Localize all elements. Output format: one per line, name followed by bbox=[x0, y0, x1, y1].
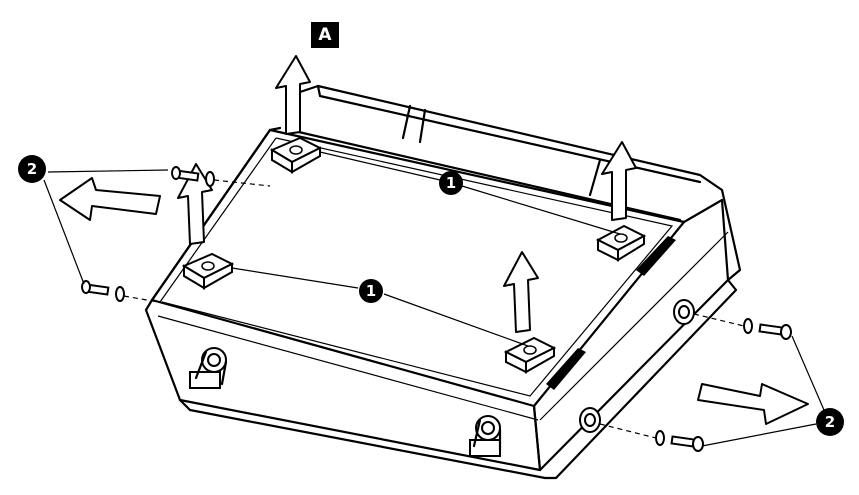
rubber-foot bbox=[269, 136, 323, 174]
alignment-line bbox=[599, 423, 657, 439]
leader-line bbox=[231, 267, 529, 347]
bnc-connector bbox=[189, 347, 228, 389]
vent-slot bbox=[546, 348, 586, 390]
rubber-foot bbox=[503, 336, 557, 374]
figure-label-text: A bbox=[318, 25, 332, 45]
callout-badge-text: 1 bbox=[446, 174, 456, 192]
bnc-connector bbox=[469, 415, 502, 457]
callout-badge-feet: 1 bbox=[359, 279, 383, 303]
screw-hole-inner bbox=[584, 413, 596, 427]
slide-left-arrow-icon bbox=[59, 177, 161, 221]
housing-front-bottom bbox=[178, 398, 547, 480]
alignment-line bbox=[123, 295, 159, 303]
callout-badge-text: 2 bbox=[27, 160, 37, 178]
callout-badge-text: 1 bbox=[366, 282, 376, 300]
rubber-foot bbox=[181, 252, 235, 290]
washer bbox=[205, 171, 215, 187]
housing-upper-edge bbox=[316, 84, 702, 184]
housing-right-lip bbox=[539, 231, 729, 421]
callout-badge-text: 2 bbox=[825, 413, 835, 431]
callout-badge-screws: 2 bbox=[816, 408, 844, 436]
base-plate-inner bbox=[161, 137, 674, 397]
lift-arrow-icon bbox=[503, 251, 539, 333]
figure-label: A bbox=[311, 22, 339, 48]
screw bbox=[81, 280, 125, 302]
housing-left-lip bbox=[159, 137, 277, 303]
lift-arrow-icon bbox=[177, 163, 213, 245]
leader-line bbox=[43, 169, 169, 285]
lift-arrow-icon bbox=[275, 55, 311, 135]
washer bbox=[115, 286, 125, 302]
callout-badge-feet: 1 bbox=[439, 171, 463, 195]
leader-line bbox=[319, 151, 621, 235]
screw bbox=[171, 166, 215, 187]
lift-arrow-icon bbox=[601, 141, 637, 221]
slide-right-arrow-icon bbox=[697, 383, 809, 425]
housing-top-rim bbox=[298, 84, 742, 282]
washer bbox=[655, 430, 665, 446]
washer bbox=[743, 318, 753, 334]
callout-badge-screws: 2 bbox=[18, 155, 46, 183]
alignment-line bbox=[213, 179, 271, 187]
leader-line bbox=[701, 335, 825, 447]
screw bbox=[743, 318, 792, 340]
screw bbox=[655, 430, 704, 452]
housing-right-bottom bbox=[543, 278, 738, 480]
screw-hole-inner bbox=[678, 305, 690, 319]
rubber-foot bbox=[595, 224, 647, 262]
device-housing bbox=[144, 84, 742, 480]
housing-front-lip bbox=[157, 315, 539, 421]
vent-slot bbox=[636, 236, 676, 276]
alignment-line bbox=[693, 313, 745, 327]
